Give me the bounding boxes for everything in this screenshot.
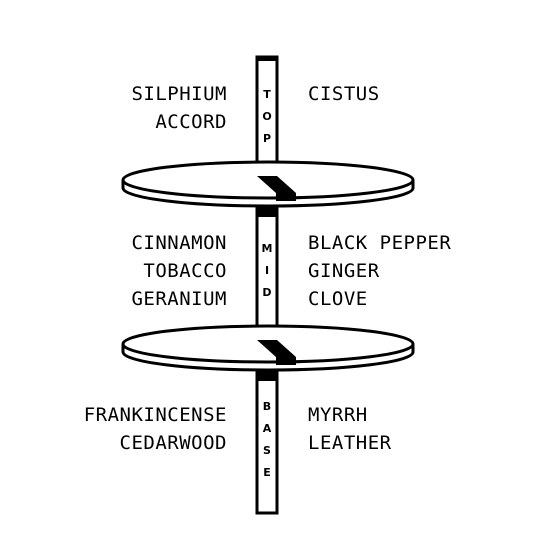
tier-label-letter: S <box>263 444 271 457</box>
note-item: SILPHIUM <box>131 83 227 105</box>
tier-label-letter: A <box>262 422 272 435</box>
note-item: CINNAMON <box>131 232 227 254</box>
note-item: GINGER <box>308 260 380 282</box>
tier-label-letter: I <box>264 264 270 277</box>
tier-label-top: T O P <box>257 84 277 150</box>
note-item: CLOVE <box>308 288 368 310</box>
pole-cap-mid <box>257 207 277 217</box>
note-item: TOBACCO <box>143 260 227 282</box>
tier-label-letter: D <box>262 286 272 299</box>
base-notes-right: MYRRH LEATHER <box>308 401 392 457</box>
note-item: BLACK PEPPER <box>308 232 452 254</box>
note-item: MYRRH <box>308 404 368 426</box>
mid-notes-left: CINNAMON TOBACCO GERANIUM <box>131 229 227 313</box>
note-item: LEATHER <box>308 432 392 454</box>
disc-lower <box>121 324 415 372</box>
disc-upper <box>121 160 415 208</box>
base-notes-left: FRANKINCENSE CEDARWOOD <box>84 401 227 457</box>
mid-notes-right: BLACK PEPPER GINGER CLOVE <box>308 229 451 313</box>
pole-cap-base <box>257 371 277 381</box>
pole-cap-top <box>257 57 277 61</box>
note-item: ACCORD <box>155 111 227 133</box>
note-item: GERANIUM <box>131 288 227 310</box>
note-item: FRANKINCENSE <box>83 404 227 426</box>
tier-label-letter: E <box>263 466 271 479</box>
tier-label-letter: M <box>261 242 273 255</box>
tier-label-letter: P <box>262 132 272 145</box>
tier-label-mid: M I D <box>257 238 277 304</box>
tier-label-letter: T <box>263 88 271 101</box>
tier-label-letter: B <box>262 400 272 413</box>
top-notes-left: SILPHIUM ACCORD <box>131 80 227 136</box>
tier-label-base: B A S E <box>257 396 277 484</box>
top-notes-right: CISTUS <box>308 80 380 108</box>
note-item: CISTUS <box>308 83 380 105</box>
note-item: CEDARWOOD <box>119 432 227 454</box>
tier-label-letter: O <box>262 110 272 123</box>
